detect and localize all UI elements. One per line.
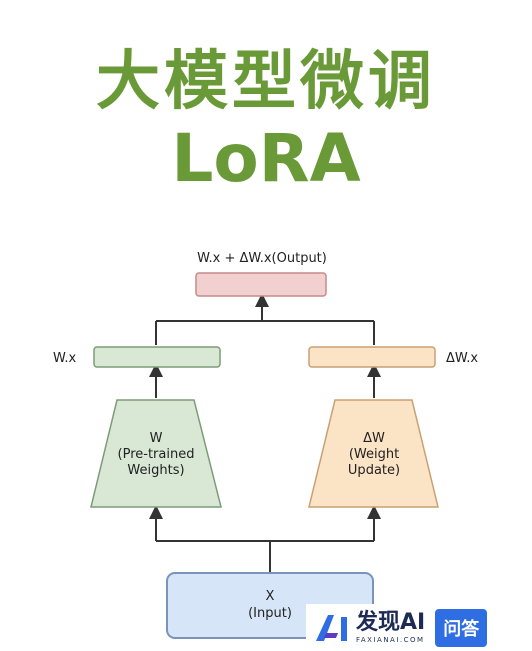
input-label-line1: X [266, 589, 275, 604]
wx-bar [93, 346, 221, 368]
title-chinese: 大模型微调 [96, 45, 436, 119]
wx-label: W.x [53, 351, 76, 366]
faxian-ai-logo-icon [316, 614, 347, 641]
output-label: W.x + ΔW.x(Output) [197, 251, 327, 266]
dw-label-line1: ΔW [363, 431, 385, 446]
w-label-line1: W [150, 431, 163, 446]
connector-lines [149, 293, 381, 572]
dw-label-line2: (Weight [349, 447, 399, 462]
badge-name: 发现AI [356, 609, 426, 635]
dwx-label: ΔW.x [446, 351, 478, 366]
output-box [195, 272, 327, 297]
input-label-line2: (Input) [248, 606, 292, 621]
w-label-line2: (Pre-trained [118, 447, 195, 462]
dw-label-line3: Update) [348, 463, 400, 478]
watermark-badge: 发现AI FAXIANAI.COM 问答 [306, 604, 532, 651]
title-lora: LoRA [171, 120, 361, 197]
dwx-bar [308, 346, 436, 368]
badge-qa: 问答 [435, 608, 488, 647]
dw-trapezoid [308, 399, 439, 508]
w-label-line3: Weights) [127, 463, 184, 478]
badge-subtitle: FAXIANAI.COM [356, 635, 425, 644]
w-trapezoid [90, 399, 222, 508]
